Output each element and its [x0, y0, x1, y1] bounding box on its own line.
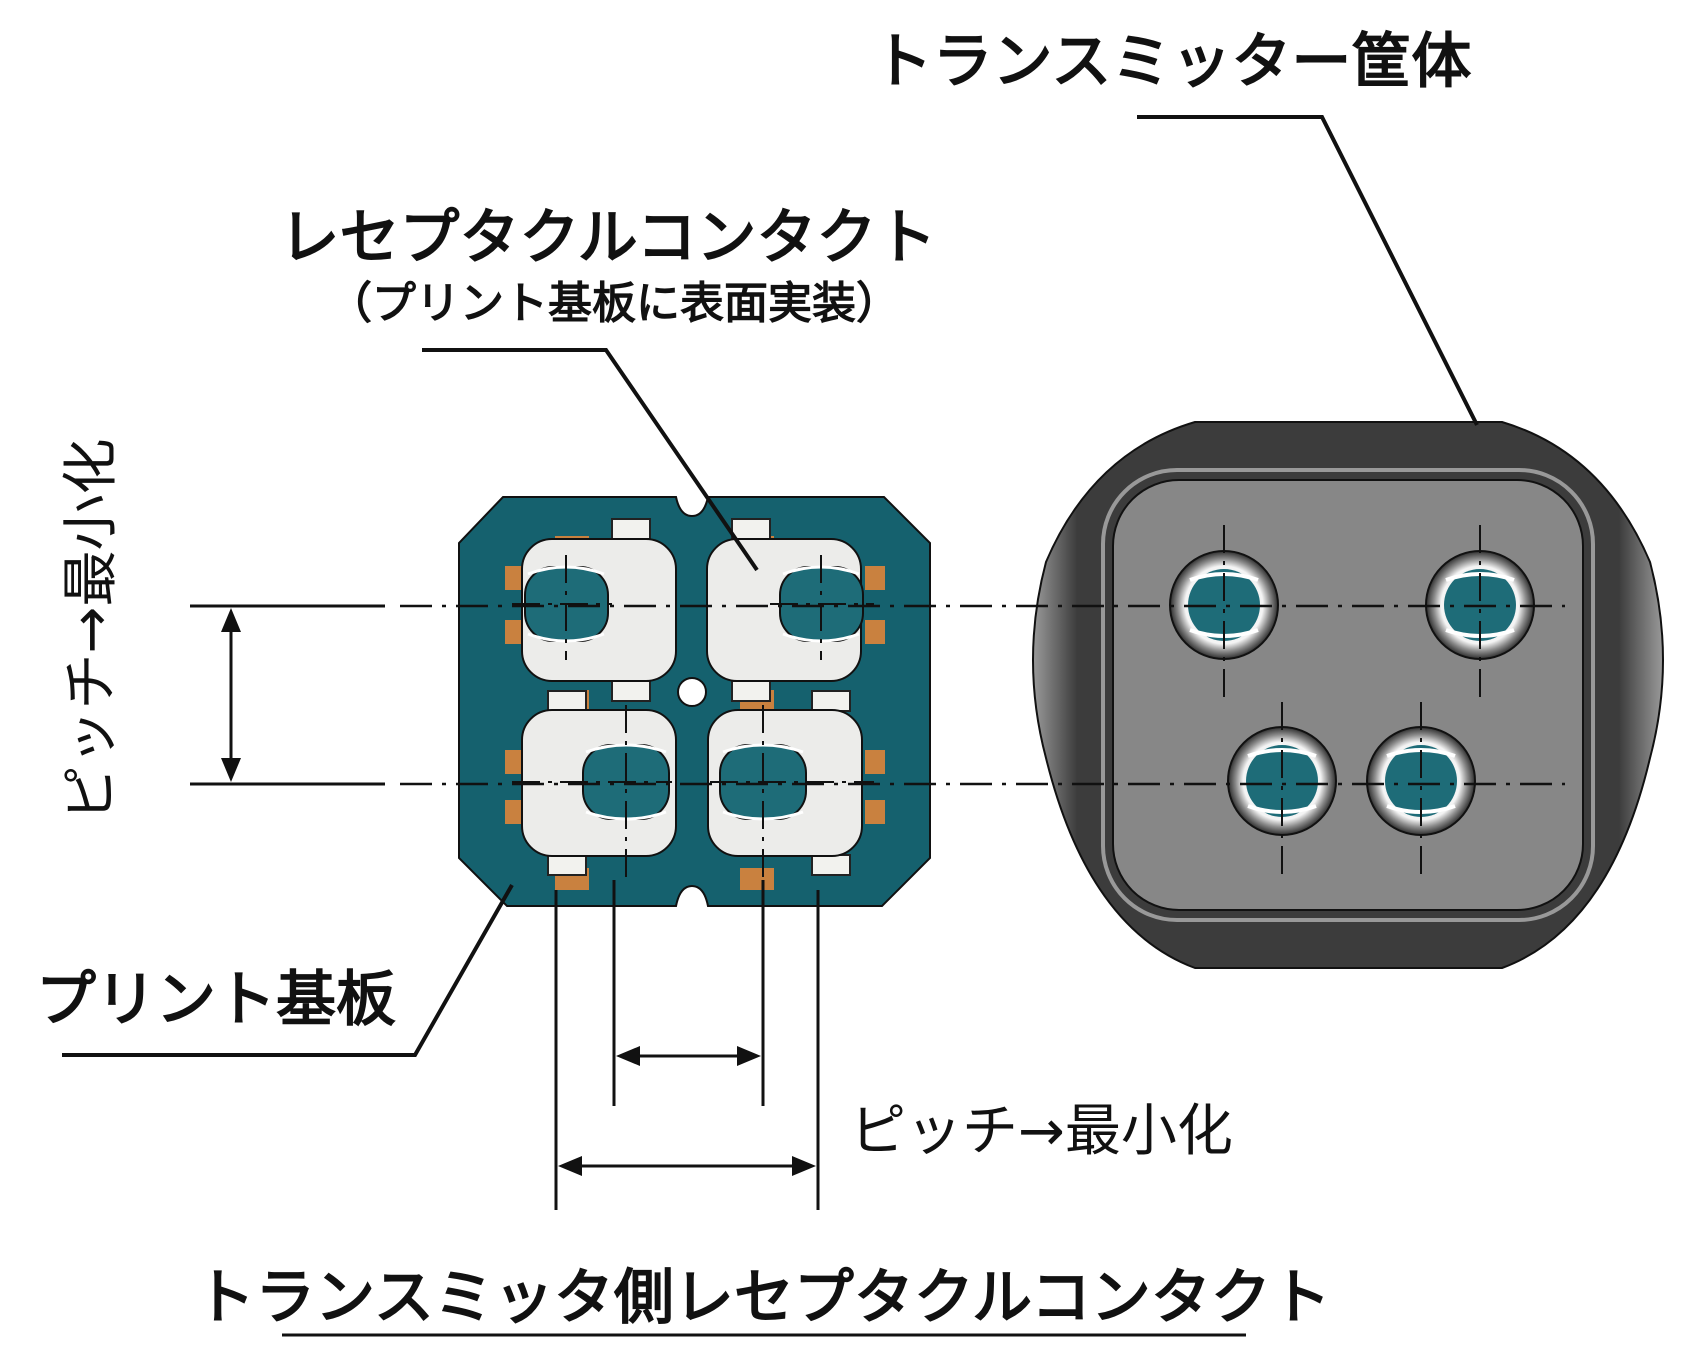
- housing-crosshairs: [1223, 525, 1481, 875]
- pcb-crosshairs: [512, 555, 874, 880]
- pitch-horizontal-label: ピッチ→最小化: [850, 1099, 1233, 1164]
- housing-socket-4: [1366, 726, 1476, 836]
- housing-socket-1: [1169, 550, 1279, 660]
- transmitter-housing-diagram: [1032, 421, 1664, 969]
- pcb-board-diagram: [458, 496, 931, 907]
- vertical-pitch-dimension: [190, 604, 385, 786]
- housing-inner-face: [1112, 479, 1584, 911]
- receptacle-title-label: レセプタクルコンタクト: [280, 203, 937, 273]
- receptacle-contact-1: [521, 538, 677, 682]
- caption-label: トランスミッタ側レセプタクルコンタクト: [195, 1263, 1331, 1333]
- pitch-centerlines: [400, 604, 1565, 786]
- receptacle-leader: [422, 348, 759, 572]
- housing-socket-3: [1227, 726, 1337, 836]
- leader-lines: [62, 115, 1479, 1057]
- pcb-leader: [62, 884, 514, 1057]
- housing-leader: [1137, 115, 1479, 426]
- horizontal-pitch-dimension: [554, 880, 820, 1210]
- housing-rim: [1101, 468, 1595, 922]
- pcb-label: プリント基板: [36, 965, 396, 1035]
- contact-tabs: [547, 518, 851, 876]
- pitch-vertical-label: ピッチ→最小化: [59, 439, 124, 822]
- receptacle-contact-2: [706, 538, 864, 682]
- pcb-hole: [677, 677, 707, 707]
- housing-label: トランスミッター筐体: [873, 27, 1472, 97]
- receptacle-subtitle-label: （プリント基板に表面実装）: [328, 278, 900, 329]
